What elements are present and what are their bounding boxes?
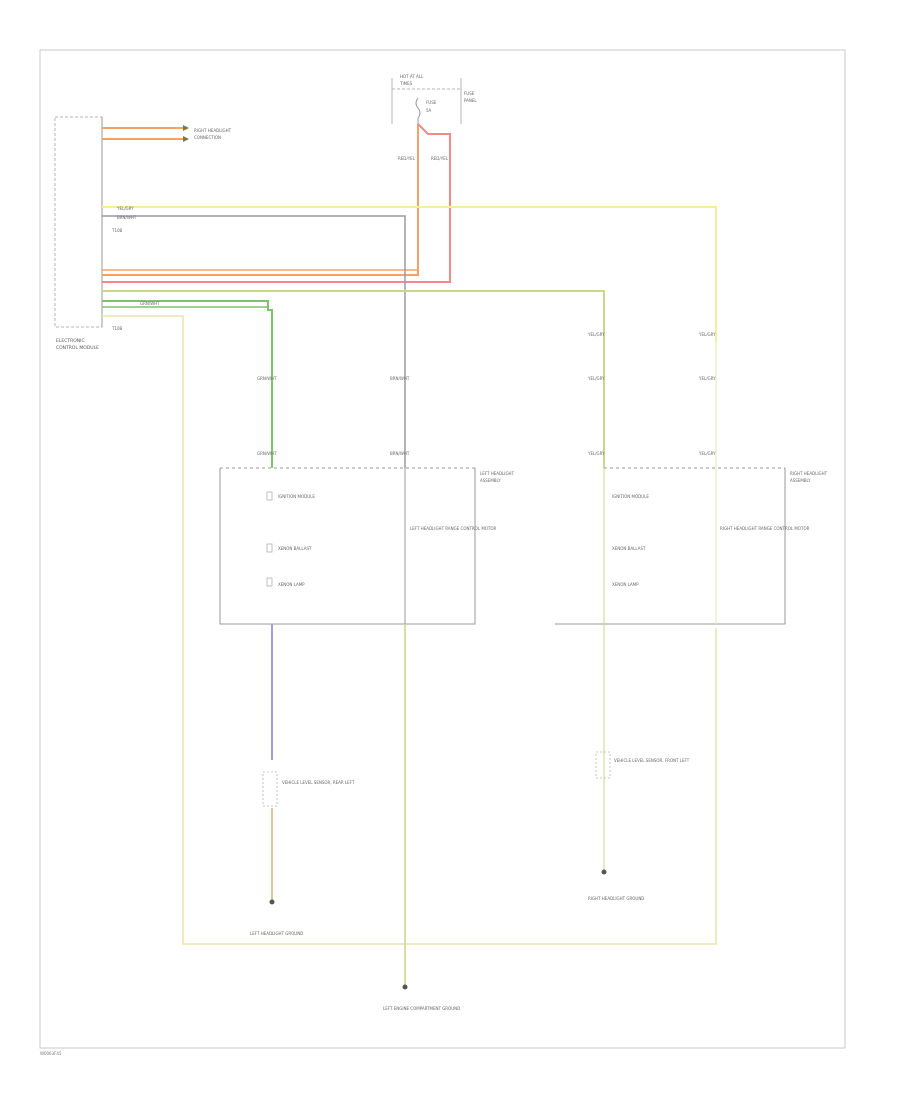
right-range-motor-label: RIGHT HEADLIGHT RANGE CONTROL MOTOR xyxy=(720,526,810,531)
right-headlight-assembly: RIGHT HEADLIGHT ASSEMBLY IGNITION MODULE… xyxy=(555,342,828,625)
fuse-feed-wires: RED/YEL RED/YEL xyxy=(102,123,451,283)
connector-arrow-icon xyxy=(183,136,189,142)
fuse-hot-label-1: HOT AT ALL xyxy=(400,74,424,79)
right-ballast-label: XENON BALLAST xyxy=(612,546,646,551)
ground-right-icon xyxy=(601,869,607,875)
front-level-sensor-box xyxy=(595,751,611,779)
connector-label-1: RIGHT HEADLIGHT xyxy=(194,128,232,133)
left-bulb-icon xyxy=(266,577,273,587)
ground-center-label: LEFT ENGINE COMPARTMENT GROUND xyxy=(383,1006,460,1011)
control-module-box xyxy=(54,116,103,328)
diagram-code: W0063F45 xyxy=(40,1051,62,1056)
pin-label: BRN/WHT xyxy=(390,376,410,381)
fuse-box-label-2: PANEL xyxy=(464,98,477,103)
control-module-pin-note-1: T10B xyxy=(111,228,123,233)
left-ignitor-icon xyxy=(266,491,273,501)
wire-green-label: GRN/WHT xyxy=(140,301,160,306)
ground-left-label: LEFT HEADLIGHT GROUND xyxy=(250,931,303,936)
ground-center-icon xyxy=(402,984,408,990)
pin-label: YEL/GRY xyxy=(698,332,716,337)
front-level-sensor-label: VEHICLE LEVEL SENSOR, FRONT LEFT xyxy=(614,758,690,763)
fuse-box-label-1: FUSE xyxy=(464,91,475,96)
wire-red-orange xyxy=(102,123,451,283)
fuse-rating: 5A xyxy=(426,108,432,113)
pin-label: YEL/GRY xyxy=(698,376,716,381)
pin-label: GRN/WHT xyxy=(257,376,277,381)
left-headlight-box xyxy=(219,468,476,625)
right-headlight-box xyxy=(555,468,786,625)
wire-yellow xyxy=(102,206,717,342)
right-headlight-label-2: ASSEMBLY xyxy=(790,478,811,483)
rear-level-sensor-box xyxy=(262,771,278,807)
pin-label: GRN/WHT xyxy=(257,451,277,456)
connector-label-2: CONNECTION xyxy=(194,135,221,140)
right-ignitor-label: IGNITION MODULE xyxy=(612,494,649,499)
wire-olive xyxy=(102,290,605,468)
left-ignitor-label: IGNITION MODULE xyxy=(278,494,315,499)
fuse-wire-label-right: RED/YEL xyxy=(431,156,449,161)
rear-level-sensor-label: VEHICLE LEVEL SENSOR, REAR LEFT xyxy=(282,780,355,785)
left-headlight-label-2: ASSEMBLY xyxy=(480,478,501,483)
left-range-motor-label: LEFT HEADLIGHT RANGE CONTROL MOTOR xyxy=(410,526,497,531)
left-headlight-assembly: LEFT HEADLIGHT ASSEMBLY IGNITION MODULE … xyxy=(219,467,515,625)
control-module-name-1: ELECTRONIC xyxy=(56,338,85,344)
fuse-icon xyxy=(415,97,421,119)
front-level-sensor: VEHICLE LEVEL SENSOR, FRONT LEFT xyxy=(595,624,690,870)
pin-label: BRN/WHT xyxy=(390,451,410,456)
left-bulb-label: XENON LAMP xyxy=(278,582,305,587)
wire-yellow-label: YEL/GRY xyxy=(116,206,134,211)
wire-orange xyxy=(102,124,419,276)
wire-gray-label: BRN/WHT xyxy=(117,215,137,220)
left-ballast-icon xyxy=(266,543,273,553)
wire-gray xyxy=(102,215,406,468)
wire-green xyxy=(102,300,273,468)
fuse-name: FUSE xyxy=(426,100,437,105)
pin-label: YEL/GRY xyxy=(587,451,605,456)
control-module-name-2: CONTROL MODULE xyxy=(56,345,99,351)
diagram-frame xyxy=(39,49,846,1049)
right-headlight-label-1: RIGHT HEADLIGHT xyxy=(790,471,828,476)
connector-arrows: RIGHT HEADLIGHT CONNECTION xyxy=(102,125,232,142)
control-module-pin-note-2: T10B xyxy=(111,326,123,331)
fuse-panel: HOT AT ALL TIMES FUSE PANEL FUSE 5A xyxy=(391,74,477,124)
connector-arrow-icon xyxy=(183,125,189,131)
pin-label: YEL/GRY xyxy=(587,332,605,337)
rear-level-sensor: VEHICLE LEVEL SENSOR, REAR LEFT xyxy=(262,771,355,807)
fuse-wire-label-left: RED/YEL xyxy=(398,156,416,161)
left-ballast-label: XENON BALLAST xyxy=(278,546,312,551)
pin-labels: GRN/WHT GRN/WHT BRN/WHT BRN/WHT YEL/GRY … xyxy=(257,332,716,456)
fuse-hot-label-2: TIMES xyxy=(399,81,413,86)
ground-left-icon xyxy=(269,899,275,905)
pin-label: YEL/GRY xyxy=(698,451,716,456)
right-bulb-label: XENON LAMP xyxy=(612,582,639,587)
pin-label: YEL/GRY xyxy=(587,376,605,381)
left-headlight-label-1: LEFT HEADLIGHT xyxy=(480,471,515,476)
wire-tan-ground-bus xyxy=(102,315,717,945)
grounds: LEFT HEADLIGHT GROUND RIGHT HEADLIGHT GR… xyxy=(250,869,644,1011)
ground-right-label: RIGHT HEADLIGHT GROUND xyxy=(588,896,644,901)
